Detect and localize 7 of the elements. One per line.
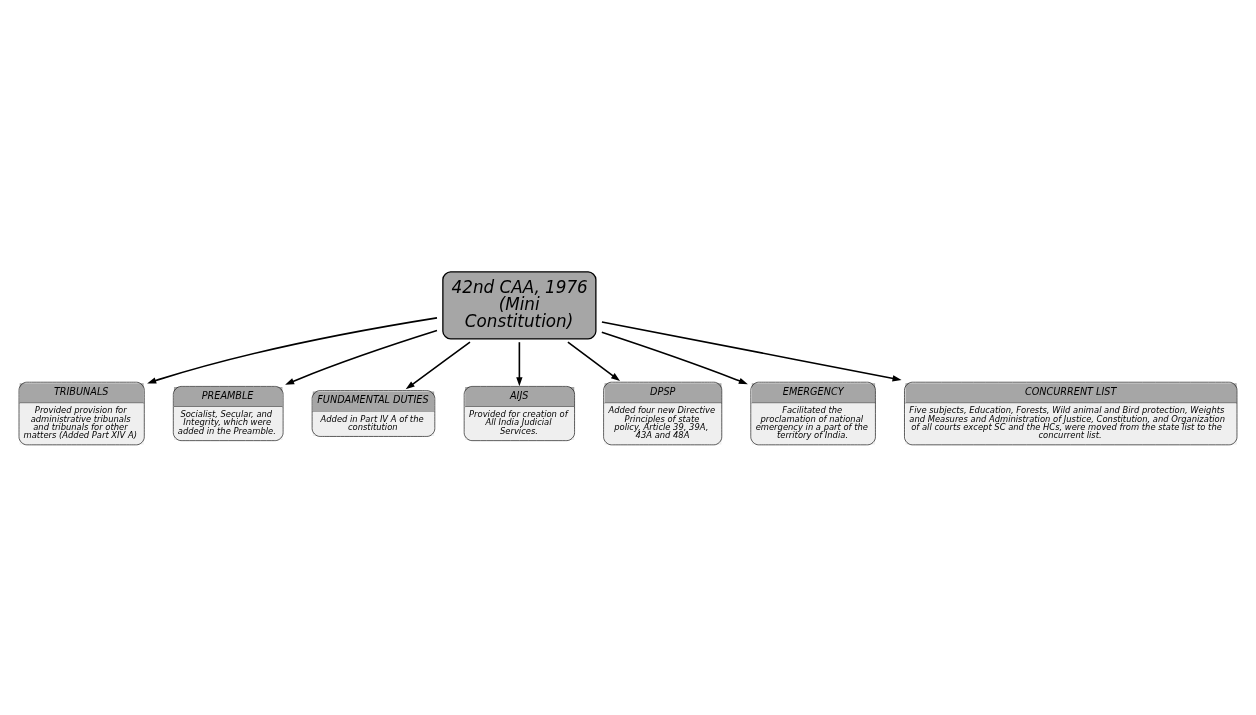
arrow <box>516 340 523 386</box>
arrow <box>285 329 438 385</box>
arrow <box>405 340 471 389</box>
arrow <box>567 340 621 381</box>
arrow <box>601 320 902 381</box>
arrow <box>147 316 438 383</box>
arrow <box>601 330 748 384</box>
